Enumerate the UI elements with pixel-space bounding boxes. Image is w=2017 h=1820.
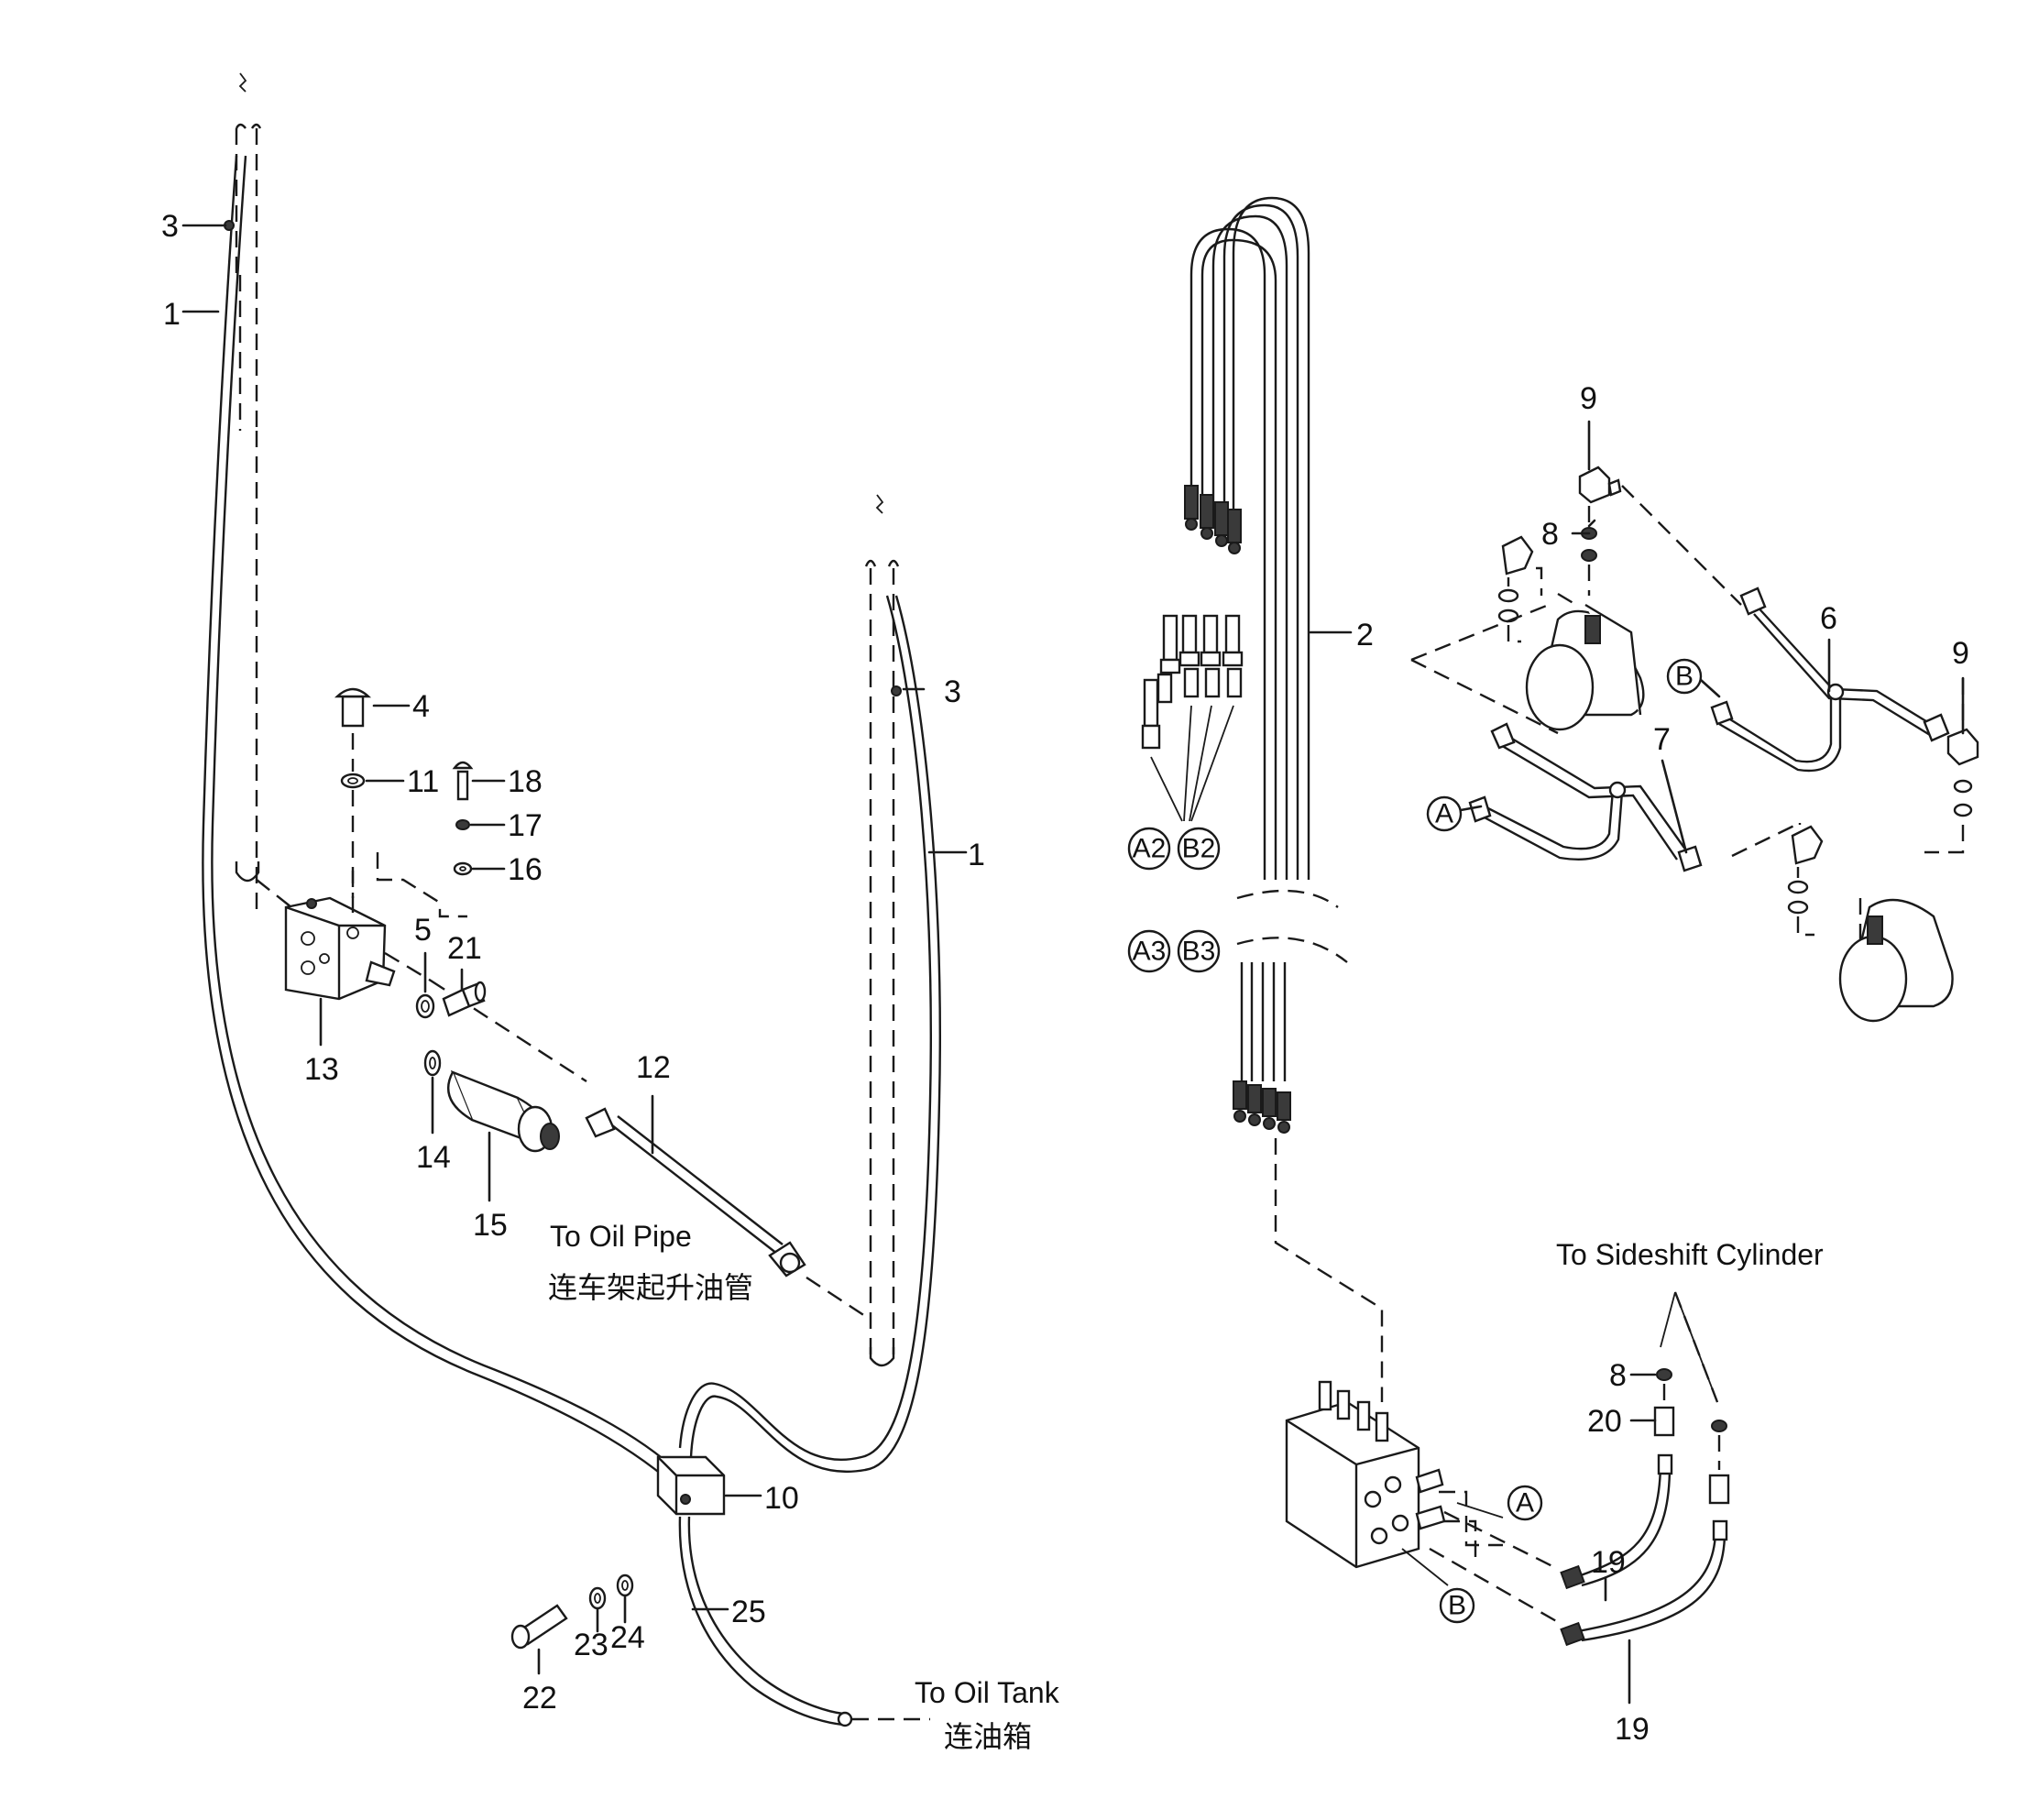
label-14: 14 (416, 1140, 451, 1175)
cylinder-upper (1410, 535, 1645, 735)
label-12: 12 (636, 1050, 671, 1085)
callout-A2: A2 (1133, 834, 1167, 864)
callout-A-upper: A (1435, 799, 1453, 829)
label-24: 24 (610, 1620, 645, 1655)
label-19-lower: 19 (1615, 1712, 1650, 1747)
label-7: 7 (1653, 722, 1671, 757)
label-4: 4 (412, 689, 430, 724)
adapter-fittings (1141, 614, 1244, 750)
callout-A-lower: A (1516, 1488, 1534, 1518)
note-to-oil-pipe-cn: 连车架起升油管 (548, 1270, 753, 1305)
label-8-bottom: 8 (1609, 1358, 1627, 1393)
callout-B-lower: B (1448, 1591, 1466, 1621)
label-10: 10 (764, 1481, 799, 1516)
callout-B3: B3 (1182, 937, 1216, 967)
leader-lines (181, 224, 1965, 1705)
control-valve (1285, 1380, 1446, 1569)
label-9-top: 9 (1580, 381, 1597, 416)
callout-B2: B2 (1182, 834, 1216, 864)
left-hose-assembly (202, 72, 941, 1727)
callout-A3: A3 (1133, 937, 1167, 967)
label-19-upper: 19 (1591, 1545, 1626, 1580)
label-3-right: 3 (944, 674, 961, 709)
destination-notes: To Oil Pipe 连车架起升油管 To Oil Tank 连油箱 To S… (548, 1220, 1824, 1754)
label-15: 15 (473, 1208, 508, 1243)
label-8-top: 8 (1541, 517, 1559, 552)
label-1-left: 1 (163, 297, 181, 332)
label-11: 11 (407, 764, 439, 799)
callout-B-upper: B (1675, 662, 1694, 692)
label-16: 16 (508, 852, 543, 887)
label-5: 5 (414, 913, 432, 948)
upper-hose-fittings (1184, 485, 1242, 554)
cylinder-lower (1731, 821, 1954, 1023)
note-to-sideshift-cylinder: To Sideshift Cylinder (1556, 1238, 1824, 1271)
part-number-labels: 3 1 3 1 2 4 11 18 17 16 5 21 13 14 15 12… (161, 209, 1969, 1747)
label-21: 21 (447, 931, 482, 966)
label-18: 18 (508, 764, 543, 799)
label-2: 2 (1356, 618, 1374, 652)
label-25: 25 (731, 1595, 766, 1629)
note-to-oil-tank-cn: 连油箱 (944, 1719, 1032, 1754)
circled-callouts: A2 B2 A3 B3 A B A B (1127, 658, 1721, 1624)
label-22: 22 (522, 1681, 557, 1716)
label-13: 13 (304, 1052, 339, 1087)
label-1-right: 1 (968, 838, 985, 872)
label-9-right: 9 (1952, 636, 1969, 671)
label-20: 20 (1587, 1404, 1622, 1439)
lower-hose-fittings (1233, 1080, 1291, 1134)
label-3-upper: 3 (161, 209, 179, 244)
note-to-oil-tank: To Oil Tank (915, 1676, 1060, 1709)
note-to-oil-pipe: To Oil Pipe (550, 1220, 692, 1253)
tube-assembly-6-7 (1468, 587, 1950, 872)
right-hose-assembly (1141, 196, 1979, 1647)
label-6: 6 (1820, 601, 1837, 636)
label-17: 17 (508, 808, 543, 843)
label-23: 23 (574, 1628, 608, 1662)
